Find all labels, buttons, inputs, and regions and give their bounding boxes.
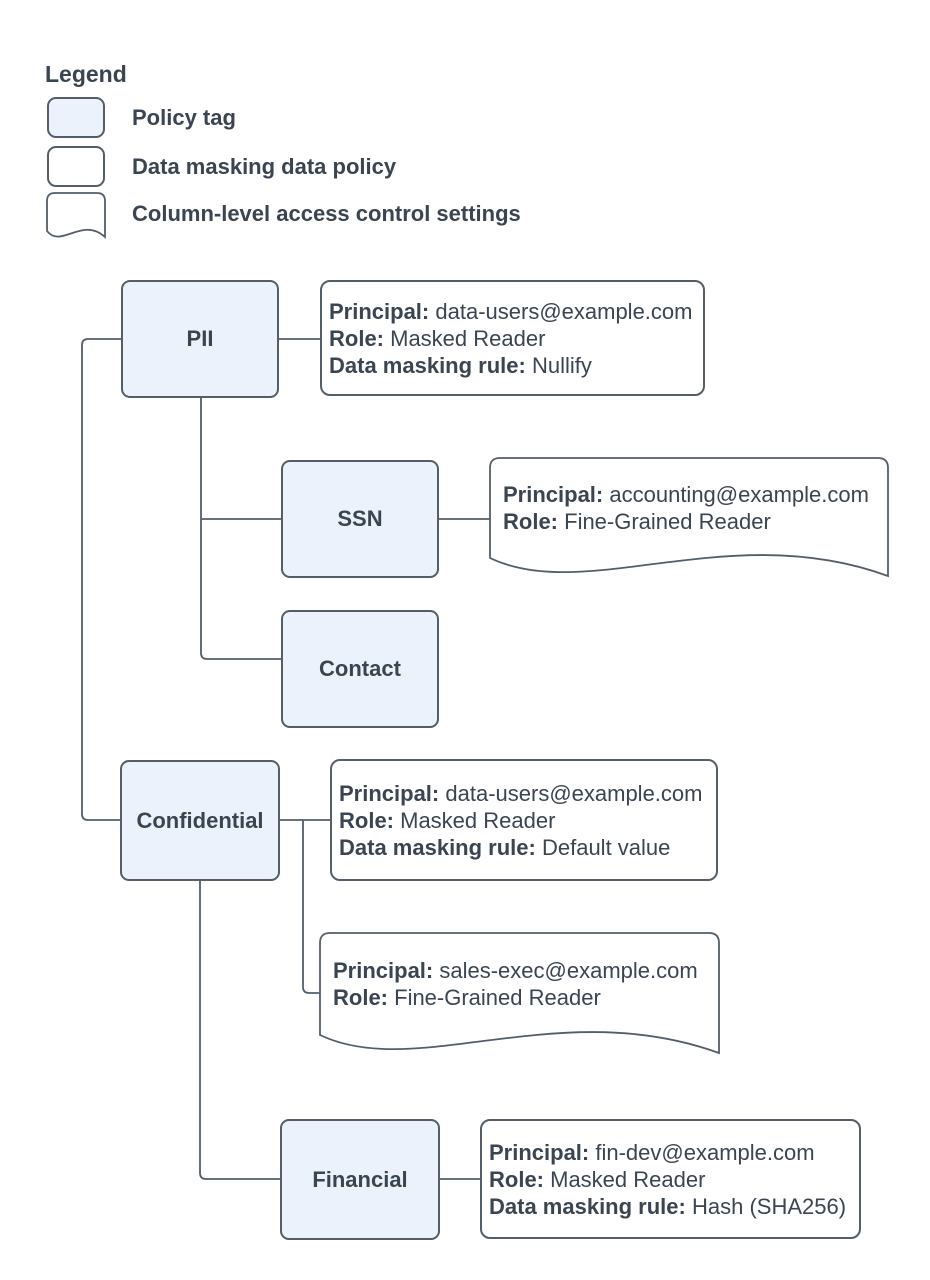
policy-line: Role: Fine-Grained Reader xyxy=(333,985,601,1010)
policy-line: Role: Masked Reader xyxy=(339,807,556,833)
legend-item-label: Column-level access control settings xyxy=(132,200,521,226)
legend-title: Legend xyxy=(45,61,127,87)
policy-line: Principal: accounting@example.com xyxy=(503,482,869,507)
access-control-doc-ssn: Principal: accounting@example.com Role: … xyxy=(496,458,886,558)
data-masking-policy-swatch xyxy=(47,146,105,187)
node-contact-label: Contact xyxy=(319,656,401,681)
policy-line: Data masking rule: Nullify xyxy=(329,352,592,378)
connector-pii-to-confidential xyxy=(81,338,121,821)
policy-tag-swatch xyxy=(47,97,105,138)
connector-confidential-to-financial xyxy=(199,881,280,1180)
policy-line: Principal: sales-exec@example.com xyxy=(333,958,698,983)
node-ssn: SSN xyxy=(281,460,439,578)
policy-line: Role: Fine-Grained Reader xyxy=(503,509,771,534)
policy-line: Principal: data-users@example.com xyxy=(329,298,693,324)
connector-pii-to-contact xyxy=(200,398,281,660)
node-ssn-label: SSN xyxy=(337,506,383,531)
node-financial-label: Financial xyxy=(312,1166,408,1192)
column-access-control-swatch xyxy=(46,192,106,240)
policy-box-confidential-masking: Principal: data-users@example.com Role: … xyxy=(330,759,718,881)
policy-line: Role: Masked Reader xyxy=(489,1166,706,1192)
policy-line: Data masking rule: Hash (SHA256) xyxy=(489,1193,847,1219)
policy-box-pii-masking: Principal: data-users@example.com Role: … xyxy=(320,280,705,396)
policy-line: Role: Masked Reader xyxy=(329,325,546,351)
node-confidential: Confidential xyxy=(120,760,280,881)
node-confidential-label: Confidential xyxy=(136,807,264,833)
policy-line: Principal: fin-dev@example.com xyxy=(489,1139,815,1165)
legend-item-label: Policy tag xyxy=(132,104,236,130)
access-control-doc-confidential: Principal: sales-exec@example.com Role: … xyxy=(326,933,716,1035)
policy-line: Data masking rule: Default value xyxy=(339,834,671,860)
legend-item-label: Data masking data policy xyxy=(132,153,397,179)
node-contact: Contact xyxy=(281,610,439,728)
policy-box-financial-masking: Principal: fin-dev@example.com Role: Mas… xyxy=(480,1119,861,1239)
doc-shape-confidential-access-policy xyxy=(319,932,720,1055)
node-pii-label: PII xyxy=(186,326,214,351)
node-financial: Financial xyxy=(280,1119,440,1240)
connector-confidential-to-access-policy xyxy=(302,820,320,994)
node-pii: PII xyxy=(121,280,279,398)
doc-shape-ssn-access-policy xyxy=(489,457,889,578)
policy-line: Principal: data-users@example.com xyxy=(339,780,703,806)
